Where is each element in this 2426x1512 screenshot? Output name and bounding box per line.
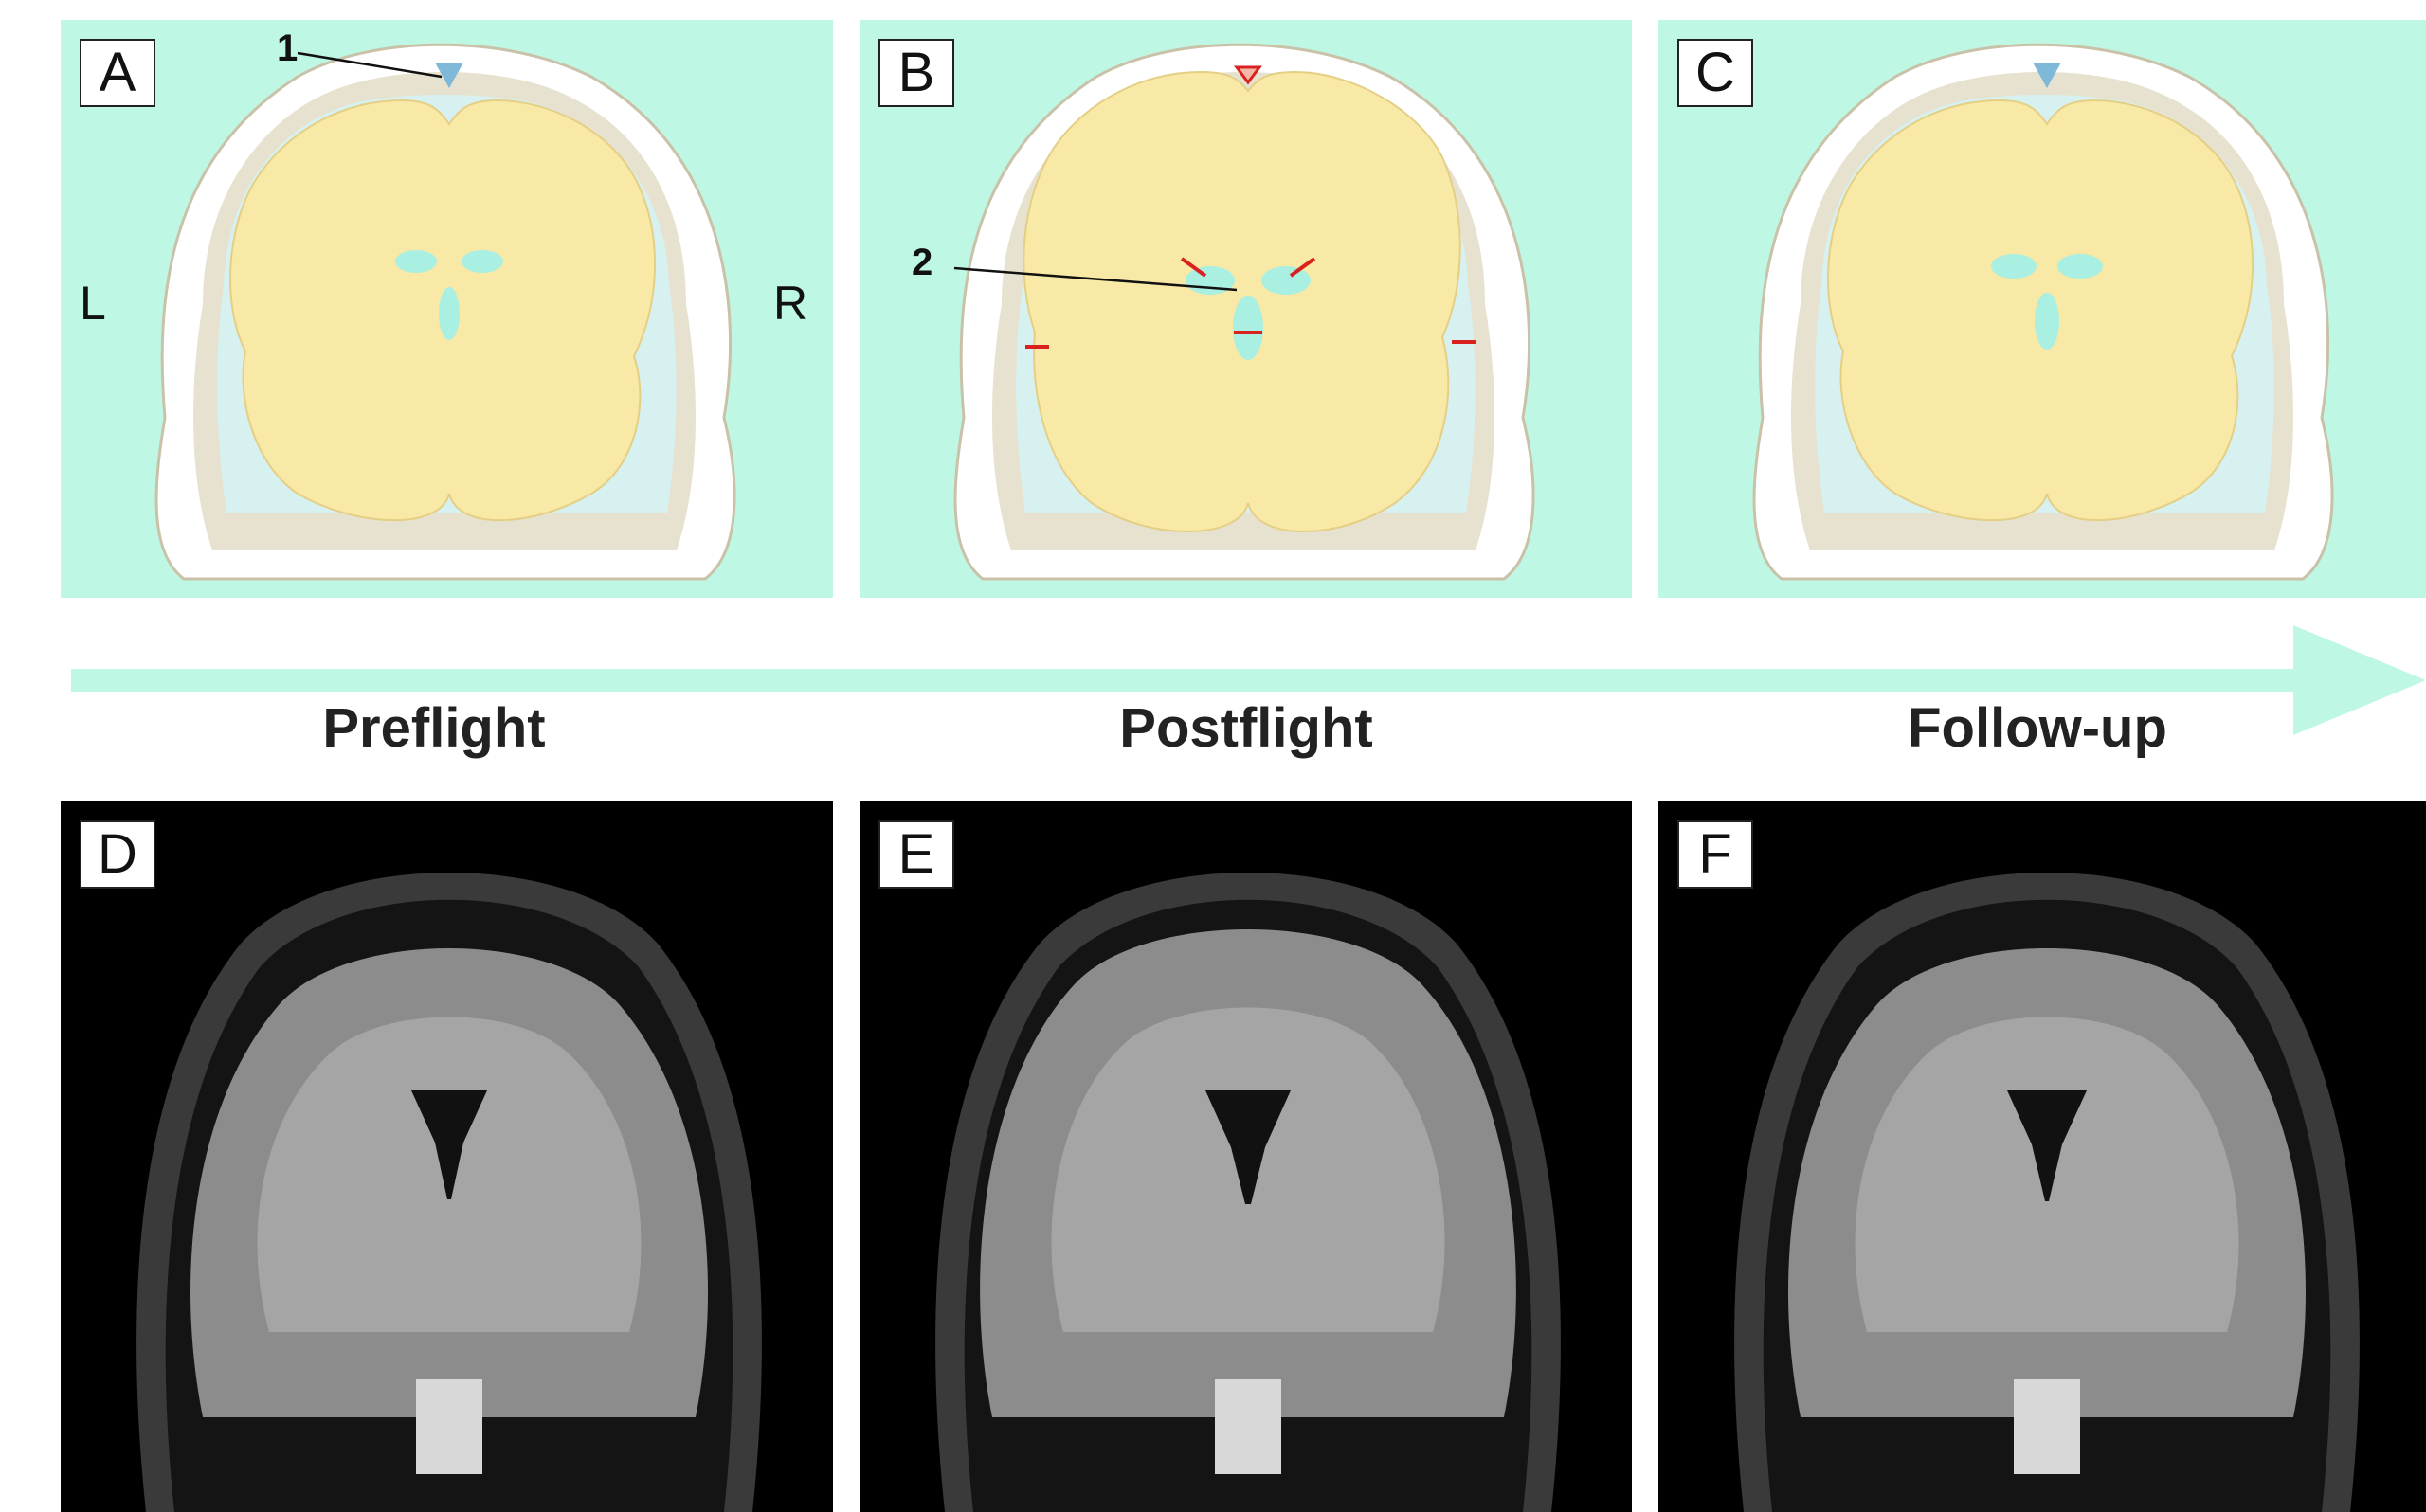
panel-f-mri: F <box>1658 801 2426 1512</box>
panel-a-diagram: A 1 L R <box>61 20 833 598</box>
brain-schematic-follow-up <box>1658 20 2426 598</box>
mri-scan-preflight <box>61 801 833 1512</box>
mri-scan-follow-up <box>1658 801 2426 1512</box>
panel-letter-c: C <box>1677 39 1753 107</box>
panel-c-diagram: C <box>1658 20 2426 598</box>
callout-1-label: 1 <box>277 27 298 70</box>
brain-schematic-preflight <box>61 20 833 598</box>
panel-e-mri: E <box>860 801 1632 1512</box>
panel-letter-d: D <box>80 820 155 889</box>
stage-label-postflight: Postflight <box>981 696 1512 760</box>
brain-schematic-postflight <box>860 20 1632 598</box>
panel-letter-a: A <box>80 39 155 107</box>
panel-d-mri: D <box>61 801 833 1512</box>
panel-letter-f: F <box>1677 820 1753 889</box>
panel-b-diagram: B 2 <box>860 20 1632 598</box>
side-label-left: L <box>80 276 106 331</box>
mri-scan-postflight <box>860 801 1632 1512</box>
callout-2-label: 2 <box>912 242 932 284</box>
panel-letter-b: B <box>878 39 954 107</box>
side-label-right: R <box>773 276 807 331</box>
stage-label-preflight: Preflight <box>169 696 699 760</box>
panel-letter-e: E <box>878 820 954 889</box>
stage-label-follow-up: Follow-up <box>1772 696 2303 760</box>
